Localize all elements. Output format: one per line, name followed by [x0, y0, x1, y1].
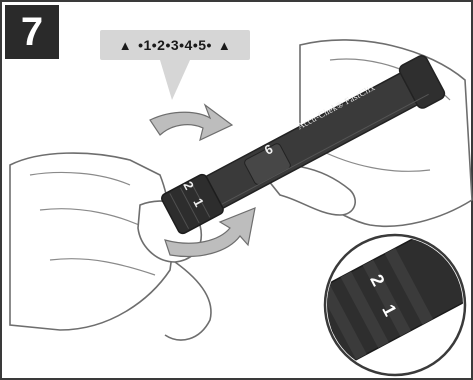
- depth-scale-callout: ▲ •1•2•3•4•5• ▲: [100, 30, 250, 60]
- step-number-badge: 7: [5, 5, 59, 59]
- drop-icon: ▲: [218, 38, 231, 53]
- drop-icon: ▲: [119, 38, 132, 53]
- depth-scale-label: •1•2•3•4•5•: [138, 37, 212, 53]
